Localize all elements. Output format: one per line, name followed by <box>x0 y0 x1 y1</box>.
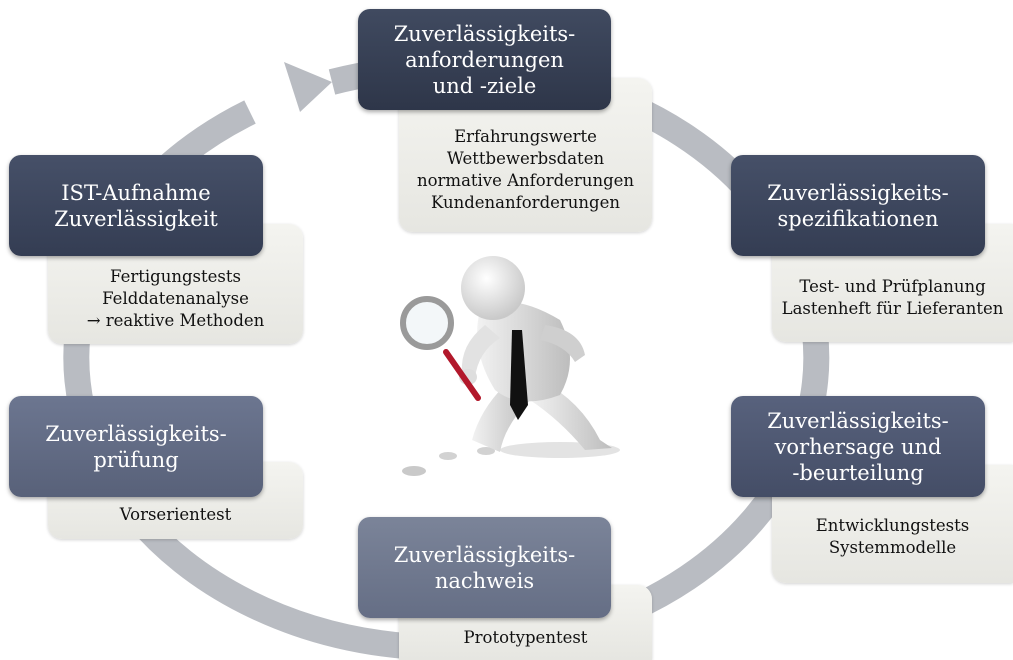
detail-line: Systemmodelle <box>828 538 957 557</box>
node-title-line: IST-Aufnahme <box>61 180 211 205</box>
detail-line: Kundenanforderungen <box>431 193 620 212</box>
node-title-line: prüfung <box>93 447 179 472</box>
node-nachweis: Zuverlässigkeits- nachweis <box>358 517 611 618</box>
detail-line: Entwicklungstests <box>815 516 970 535</box>
node-title-line: Zuverlässigkeit <box>54 206 218 231</box>
detail-line: Lastenheft für Lieferanten <box>781 299 1004 318</box>
node-title-line: Zuverlässigkeits- <box>767 408 949 433</box>
node-title-line: Zuverlässigkeits- <box>45 421 227 446</box>
node-title-line: Zuverlässigkeits- <box>393 21 576 46</box>
cycle-arrowhead <box>284 62 332 112</box>
node-title-line: anforderungen <box>405 47 564 72</box>
detail-line: Wettbewerbsdaten <box>446 149 605 168</box>
node-spezifikationen: Zuverlässigkeits- spezifikationen <box>731 155 985 256</box>
detail-line: → reaktive Methoden <box>86 311 265 330</box>
node-title-line: spezifikationen <box>777 206 939 231</box>
detail-line: Erfahrungswerte <box>454 127 597 146</box>
node-title-line: nachweis <box>434 568 535 593</box>
detail-line: Vorserientest <box>119 504 232 524</box>
node-anforderungen: Zuverlässigkeits- anforderungen und -zie… <box>358 9 611 110</box>
node-title-line: Zuverlässigkeits- <box>393 542 576 567</box>
node-title-line: und -ziele <box>432 73 537 98</box>
node-pruefung: Zuverlässigkeits- prüfung <box>9 396 263 497</box>
detail-line: normative Anforderungen <box>416 171 635 190</box>
node-ist-aufnahme: IST-Aufnahme Zuverlässigkeit <box>9 155 263 256</box>
node-title-line: -beurteilung <box>792 460 924 485</box>
detail-line: Prototypentest <box>463 627 588 647</box>
node-title-line: Zuverlässigkeits- <box>767 180 949 205</box>
detail-line: Test- und Prüfplanung <box>799 277 986 296</box>
detail-line: Felddatenanalyse <box>102 289 249 308</box>
detail-line: Fertigungstests <box>110 267 241 286</box>
node-title-line: vorhersage und <box>774 434 942 459</box>
person-magnifier-icon <box>400 256 620 476</box>
node-vorhersage: Zuverlässigkeits- vorhersage und -beurte… <box>731 396 985 497</box>
